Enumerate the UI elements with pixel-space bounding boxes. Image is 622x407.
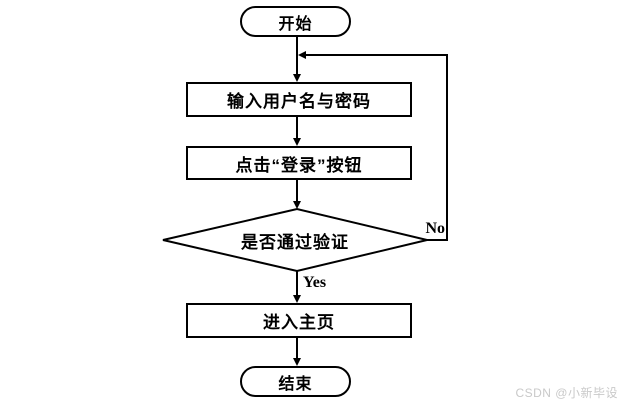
edge-label-no: No — [425, 220, 445, 237]
node-click-login: 点击“登录”按钮 — [186, 146, 412, 180]
arrowhead-click — [293, 138, 301, 146]
node-end-label: 结束 — [278, 375, 313, 393]
arrowhead-home — [293, 295, 301, 303]
edge-verify-no-loop — [306, 54, 448, 241]
node-verify-label: 是否通过验证 — [241, 232, 349, 252]
csdn-watermark: CSDN @小新毕设 — [515, 386, 618, 400]
arrowhead-end — [293, 358, 301, 366]
node-click-login-label: 点击“登录”按钮 — [235, 155, 363, 175]
node-end: 结束 — [240, 366, 351, 397]
node-verify-label-box: 是否通过验证 — [163, 209, 427, 271]
node-start: 开始 — [240, 6, 351, 37]
node-enter-home-label: 进入主页 — [263, 313, 335, 332]
node-input-credentials-label: 输入用户名与密码 — [227, 92, 371, 111]
node-start-label: 开始 — [278, 15, 313, 33]
arrowhead-input — [293, 74, 301, 82]
arrowhead-verify — [293, 201, 301, 209]
node-enter-home: 进入主页 — [186, 303, 412, 338]
edge-label-yes: Yes — [303, 274, 327, 291]
node-input-credentials: 输入用户名与密码 — [186, 82, 412, 117]
arrowhead-no-loop — [298, 51, 306, 59]
